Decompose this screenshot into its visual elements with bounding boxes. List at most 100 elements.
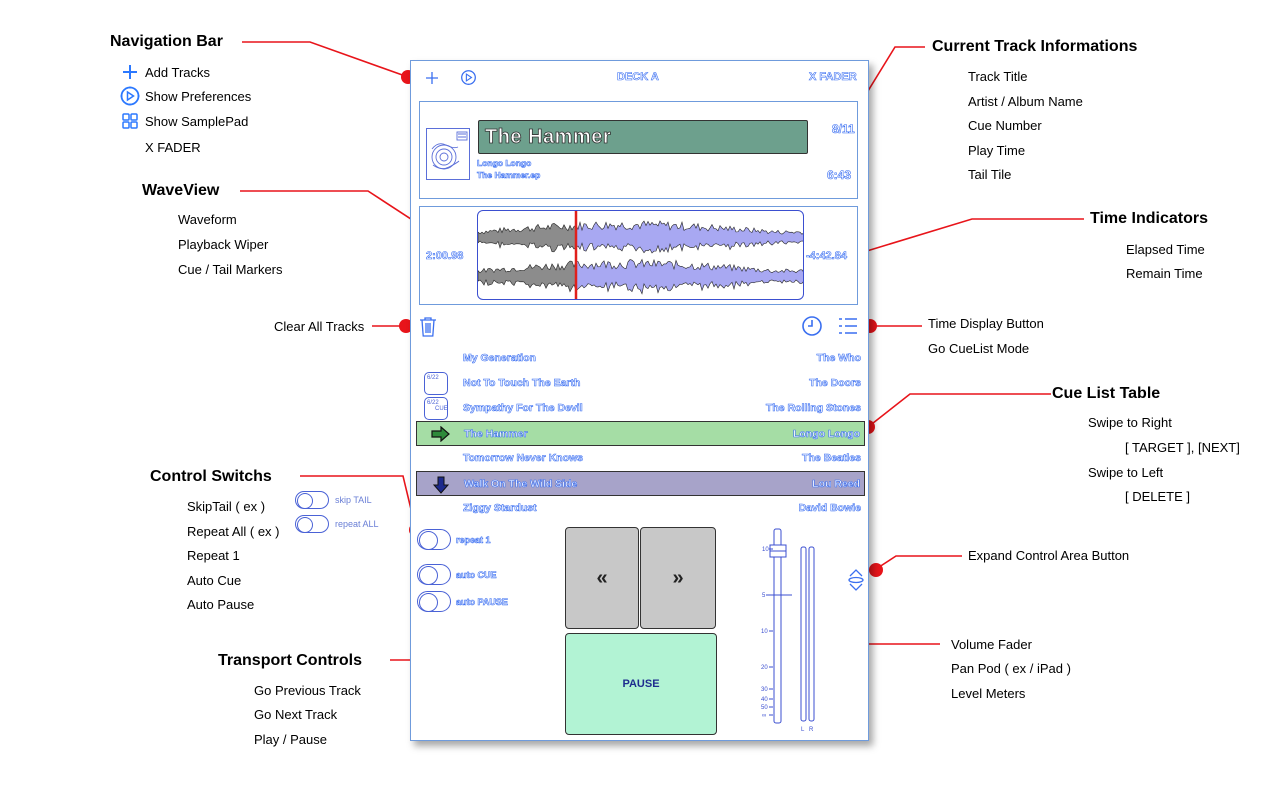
time-indicators-title: Time Indicators xyxy=(1090,210,1208,227)
legend-remain-time: Remain Time xyxy=(1126,266,1203,281)
switch-label: auto CUE xyxy=(456,569,497,580)
legend-level-meters: Level Meters xyxy=(951,686,1026,701)
table-row[interactable]: Ziggy Stardust David Bowie xyxy=(416,496,865,521)
switch-label: repeat 1 xyxy=(456,534,491,545)
album-art-icon xyxy=(426,128,470,180)
next-track-button[interactable]: » xyxy=(640,527,716,629)
repeat-one-switch[interactable]: repeat 1 xyxy=(417,529,491,550)
cue-tag-text: 6/22 xyxy=(427,400,439,406)
legend-elapsed-time: Elapsed Time xyxy=(1126,242,1205,257)
track-title-bar: The Hammer xyxy=(478,120,808,154)
add-tracks-icon[interactable] xyxy=(425,71,439,85)
marker-dot xyxy=(869,563,883,577)
play-circle-icon xyxy=(120,86,140,106)
legend-artist-album: Artist / Album Name xyxy=(968,94,1083,109)
meter-label-left: L xyxy=(801,727,805,733)
play-pause-label: PAUSE xyxy=(622,678,660,690)
switch-label: auto PAUSE xyxy=(456,596,508,607)
switch-label: repeat ALL xyxy=(335,519,379,529)
table-row-target[interactable]: The Hammer Longo Longo xyxy=(416,421,865,446)
elapsed-time: 2:00.98 xyxy=(426,250,464,263)
preferences-icon[interactable] xyxy=(460,69,477,86)
deck-label: DECK A xyxy=(617,71,659,84)
fader-tick-label: 20 xyxy=(761,665,768,671)
legend-label: Show SamplePad xyxy=(145,113,249,129)
xfader-button[interactable]: X FADER xyxy=(809,71,857,84)
table-row[interactable]: My Generation The Who xyxy=(416,346,865,371)
cuelist-mode-icon[interactable] xyxy=(838,317,858,340)
row-title: Ziggy Stardust xyxy=(463,502,537,515)
legend-auto-cue: Auto Cue xyxy=(187,573,242,588)
legend-add-tracks: Add Tracks xyxy=(120,62,210,82)
clock-icon[interactable] xyxy=(801,315,823,342)
legend-waveform: Waveform xyxy=(178,212,237,227)
expand-control-icon[interactable] xyxy=(847,568,865,597)
legend-show-samplepad: Show SamplePad xyxy=(120,111,248,131)
cue-tag-text: 6/22 xyxy=(427,375,439,381)
switch-label: skip TAIL xyxy=(335,495,372,505)
nav-bar-title: Navigation Bar xyxy=(110,33,223,50)
table-row[interactable]: Tomorrow Never Knows The Beatles xyxy=(416,446,865,471)
remain-time: -4:42.84 xyxy=(806,250,848,263)
legend-swipe-left: Swipe to Left xyxy=(1088,465,1164,480)
legend-tail-tile: Tail Tile xyxy=(968,167,1012,182)
legend-time-display-button: Time Display Button xyxy=(928,316,1044,331)
legend-repeat-all: Repeat All ( ex ) xyxy=(187,524,280,539)
legend-auto-pause: Auto Pause xyxy=(187,597,255,612)
previous-track-button[interactable]: « xyxy=(565,527,639,629)
row-artist: The Rolling Stones xyxy=(765,402,862,415)
transport-controls-title: Transport Controls xyxy=(218,652,363,669)
row-artist: The Who xyxy=(816,352,861,365)
fader-tick-label: 30 xyxy=(761,687,768,693)
skip-tail-switch-sample: skip TAIL xyxy=(295,491,372,509)
fader-tick-label: ∞ xyxy=(762,713,766,719)
legend-cue-number: Cue Number xyxy=(968,118,1042,133)
row-artist: The Doors xyxy=(809,377,862,390)
navigation-bar: DECK A X FADER xyxy=(411,61,867,97)
waveform[interactable] xyxy=(477,210,804,300)
plus-icon xyxy=(120,62,140,82)
play-pause-button[interactable]: PAUSE xyxy=(565,633,717,735)
row-title: Not To Touch The Earth xyxy=(463,377,581,390)
trash-icon[interactable] xyxy=(419,316,437,343)
fader-tick-label: 10 xyxy=(762,547,769,553)
waveform-channel xyxy=(575,220,803,254)
cue-tag-word: CUE xyxy=(435,406,448,412)
auto-cue-switch[interactable]: auto CUE xyxy=(417,564,497,585)
legend-go-cuelist-mode: Go CueList Mode xyxy=(928,341,1030,356)
auto-pause-switch[interactable]: auto PAUSE xyxy=(417,591,508,612)
toggle-switch[interactable] xyxy=(417,591,451,612)
row-artist: Lou Reed xyxy=(812,478,860,491)
toggle-switch xyxy=(295,515,329,533)
meter-label-right: R xyxy=(809,727,814,733)
track-title: The Hammer xyxy=(485,126,612,149)
fader-tick-label: 5 xyxy=(762,593,766,599)
fader-tick-label: 10 xyxy=(761,629,768,635)
wave-view: 2:00.98 -4:42.84 xyxy=(419,206,858,305)
legend-delete: [ DELETE ] xyxy=(1125,489,1191,504)
fader-tick-label: 40 xyxy=(761,697,768,703)
toggle-switch[interactable] xyxy=(417,564,451,585)
album-name: The Hammer.ep xyxy=(477,170,541,181)
row-artist: The Beatles xyxy=(802,452,862,465)
toggle-switch[interactable] xyxy=(417,529,451,550)
legend-pan-pod: Pan Pod ( ex / iPad ) xyxy=(951,661,1071,676)
legend-skiptail: SkipTail ( ex ) xyxy=(187,499,266,514)
legend-play-pause: Play / Pause xyxy=(254,732,327,747)
waveform-channel xyxy=(575,258,803,295)
legend-label: Show Preferences xyxy=(145,88,252,104)
current-track-panel: The Hammer 8/11 Longo Longo The Hammer.e… xyxy=(419,101,858,199)
table-row-next[interactable]: Walk On The Wild Side Lou Reed xyxy=(416,471,865,496)
grid-icon xyxy=(120,111,140,131)
fader-graphic: 10 5 10 20 30 40 50 ∞ L R xyxy=(761,528,815,733)
arrow-right-icon xyxy=(431,425,451,447)
legend-go-previous: Go Previous Track xyxy=(254,683,361,698)
volume-fader-area[interactable]: 10 5 10 20 30 40 50 ∞ L R xyxy=(759,527,819,737)
row-artist: David Bowie xyxy=(798,502,861,515)
legend-swipe-right: Swipe to Right xyxy=(1088,415,1172,430)
table-row[interactable]: 6/22 Not To Touch The Earth The Doors xyxy=(416,371,865,396)
row-title: Walk On The Wild Side xyxy=(464,478,578,491)
waveview-title: WaveView xyxy=(142,182,220,199)
